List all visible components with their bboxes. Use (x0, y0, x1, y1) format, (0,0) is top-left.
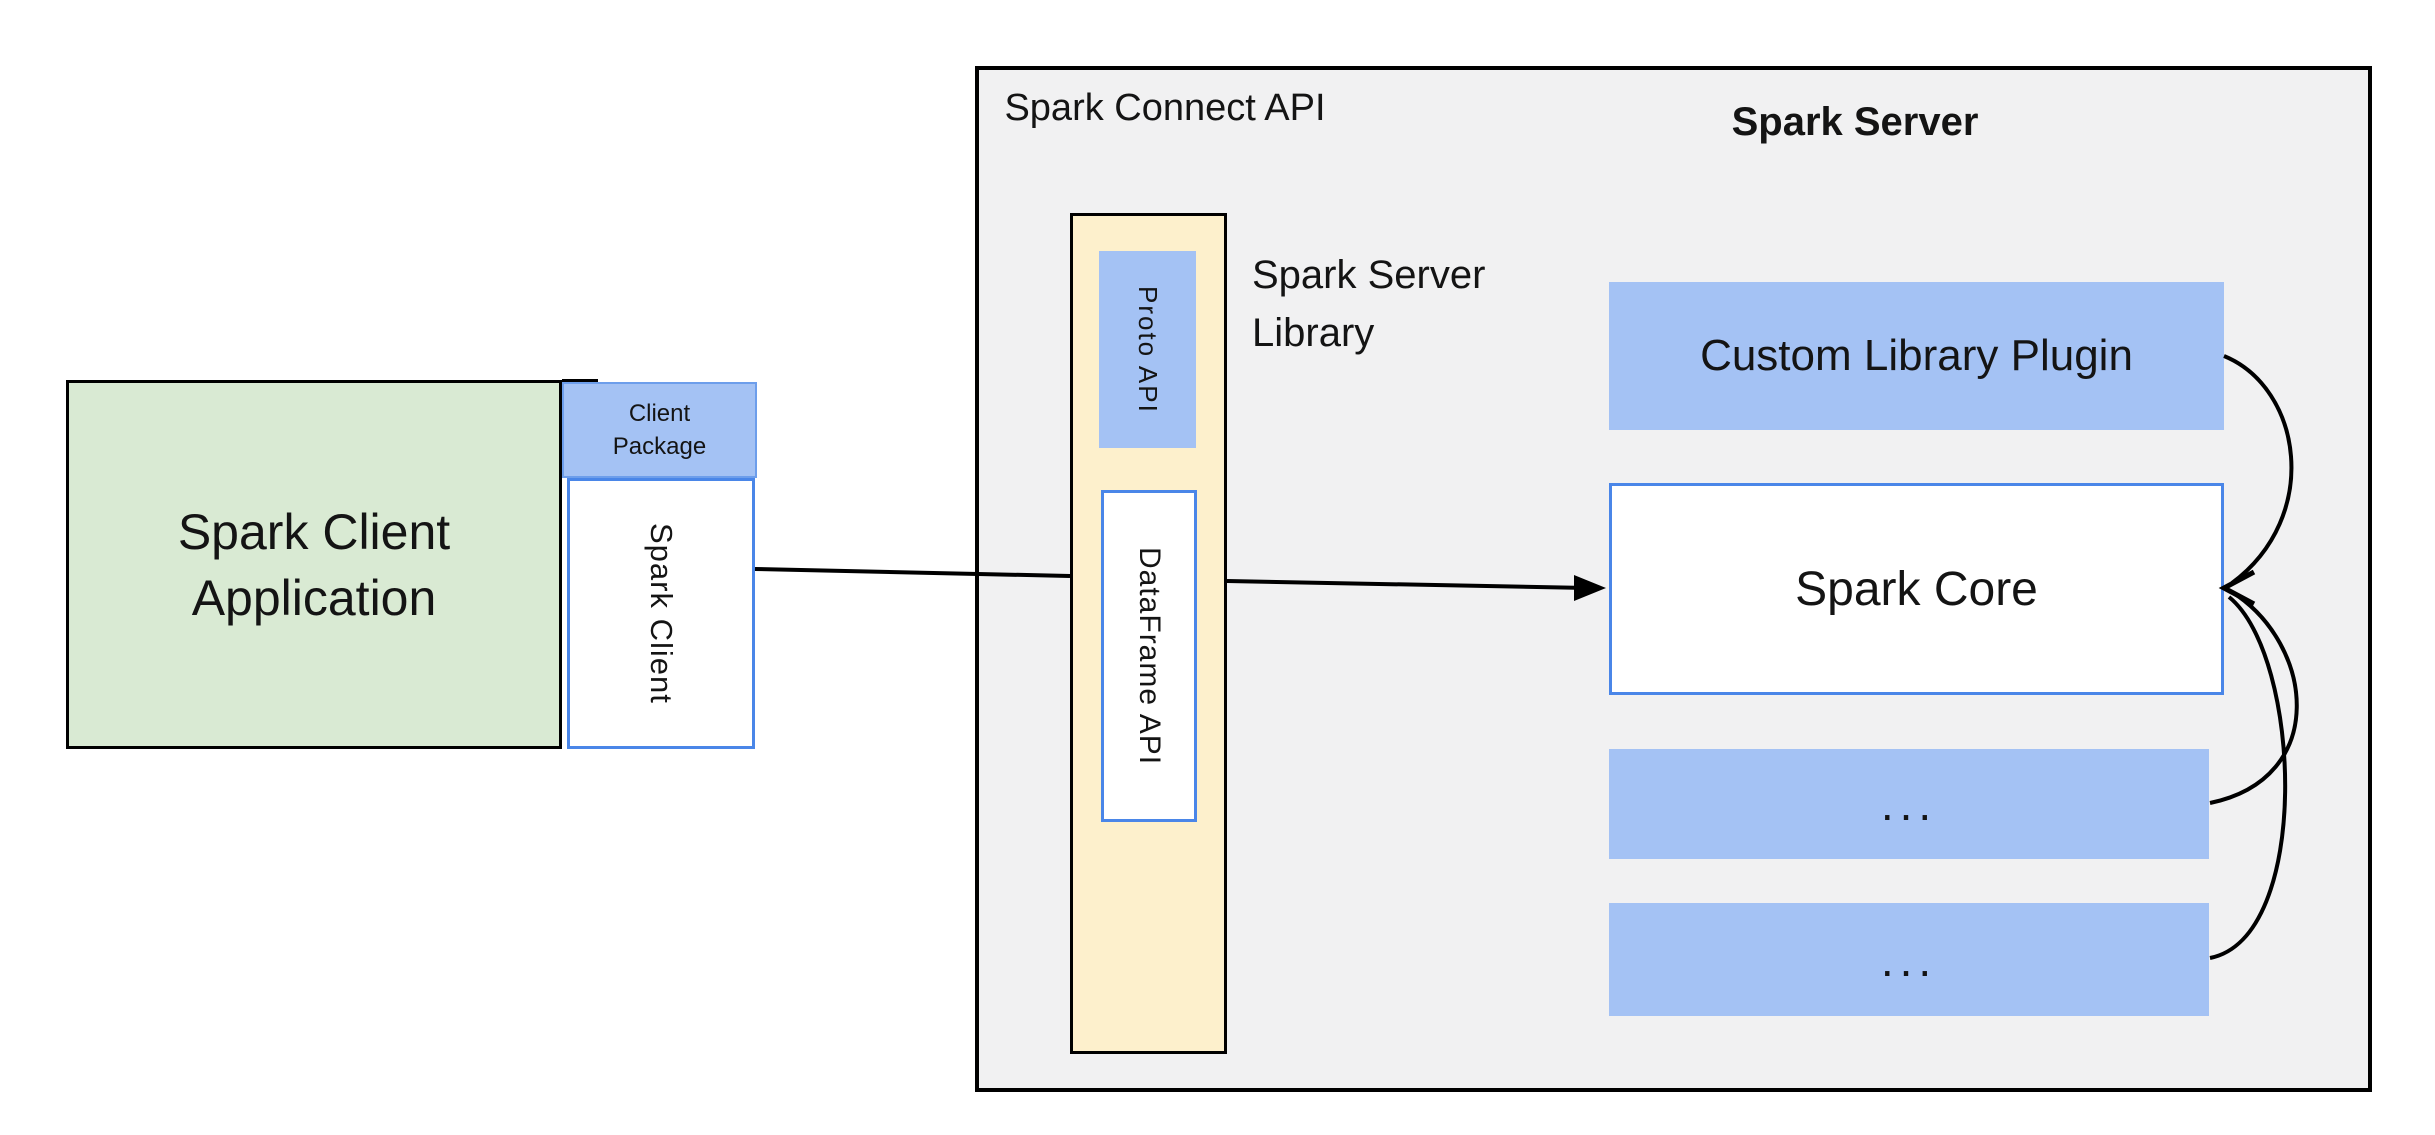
plugin-placeholder-box-1: ... (1609, 749, 2209, 859)
spark-server-title: Spark Server (1731, 100, 1979, 144)
custom-library-plugin-box: Custom Library Plugin (1609, 282, 2224, 430)
spark-server-library-label: Spark Server Library (1252, 253, 1486, 355)
plugin-placeholder-box-2: ... (1609, 903, 2209, 1016)
dataframe-api-box: DataFrame API (1101, 490, 1197, 822)
client-package-box: Client Package (562, 382, 757, 478)
client-app-border-extension (562, 379, 598, 382)
spark-client-box: Spark Client (567, 478, 755, 749)
plugin-placeholder-label-2: ... (1880, 933, 1938, 986)
spark-client-application-label: Spark Client Application (177, 503, 451, 626)
proto-api-label: Proto API (1133, 285, 1163, 414)
client-package-label: Client Package (612, 400, 707, 460)
custom-library-plugin-label: Custom Library Plugin (1700, 331, 2133, 380)
dataframe-api-label: DataFrame API (1133, 546, 1166, 766)
proto-api-box: Proto API (1099, 251, 1196, 448)
spark-core-label: Spark Core (1795, 562, 2038, 616)
spark-connect-api-title: Spark Connect API (1004, 87, 1326, 129)
spark-client-label: Spark Client (644, 523, 679, 704)
spark-core-box: Spark Core (1609, 483, 2224, 695)
plugin-placeholder-label-1: ... (1880, 778, 1938, 830)
spark-client-application-box: Spark Client Application (66, 380, 562, 749)
